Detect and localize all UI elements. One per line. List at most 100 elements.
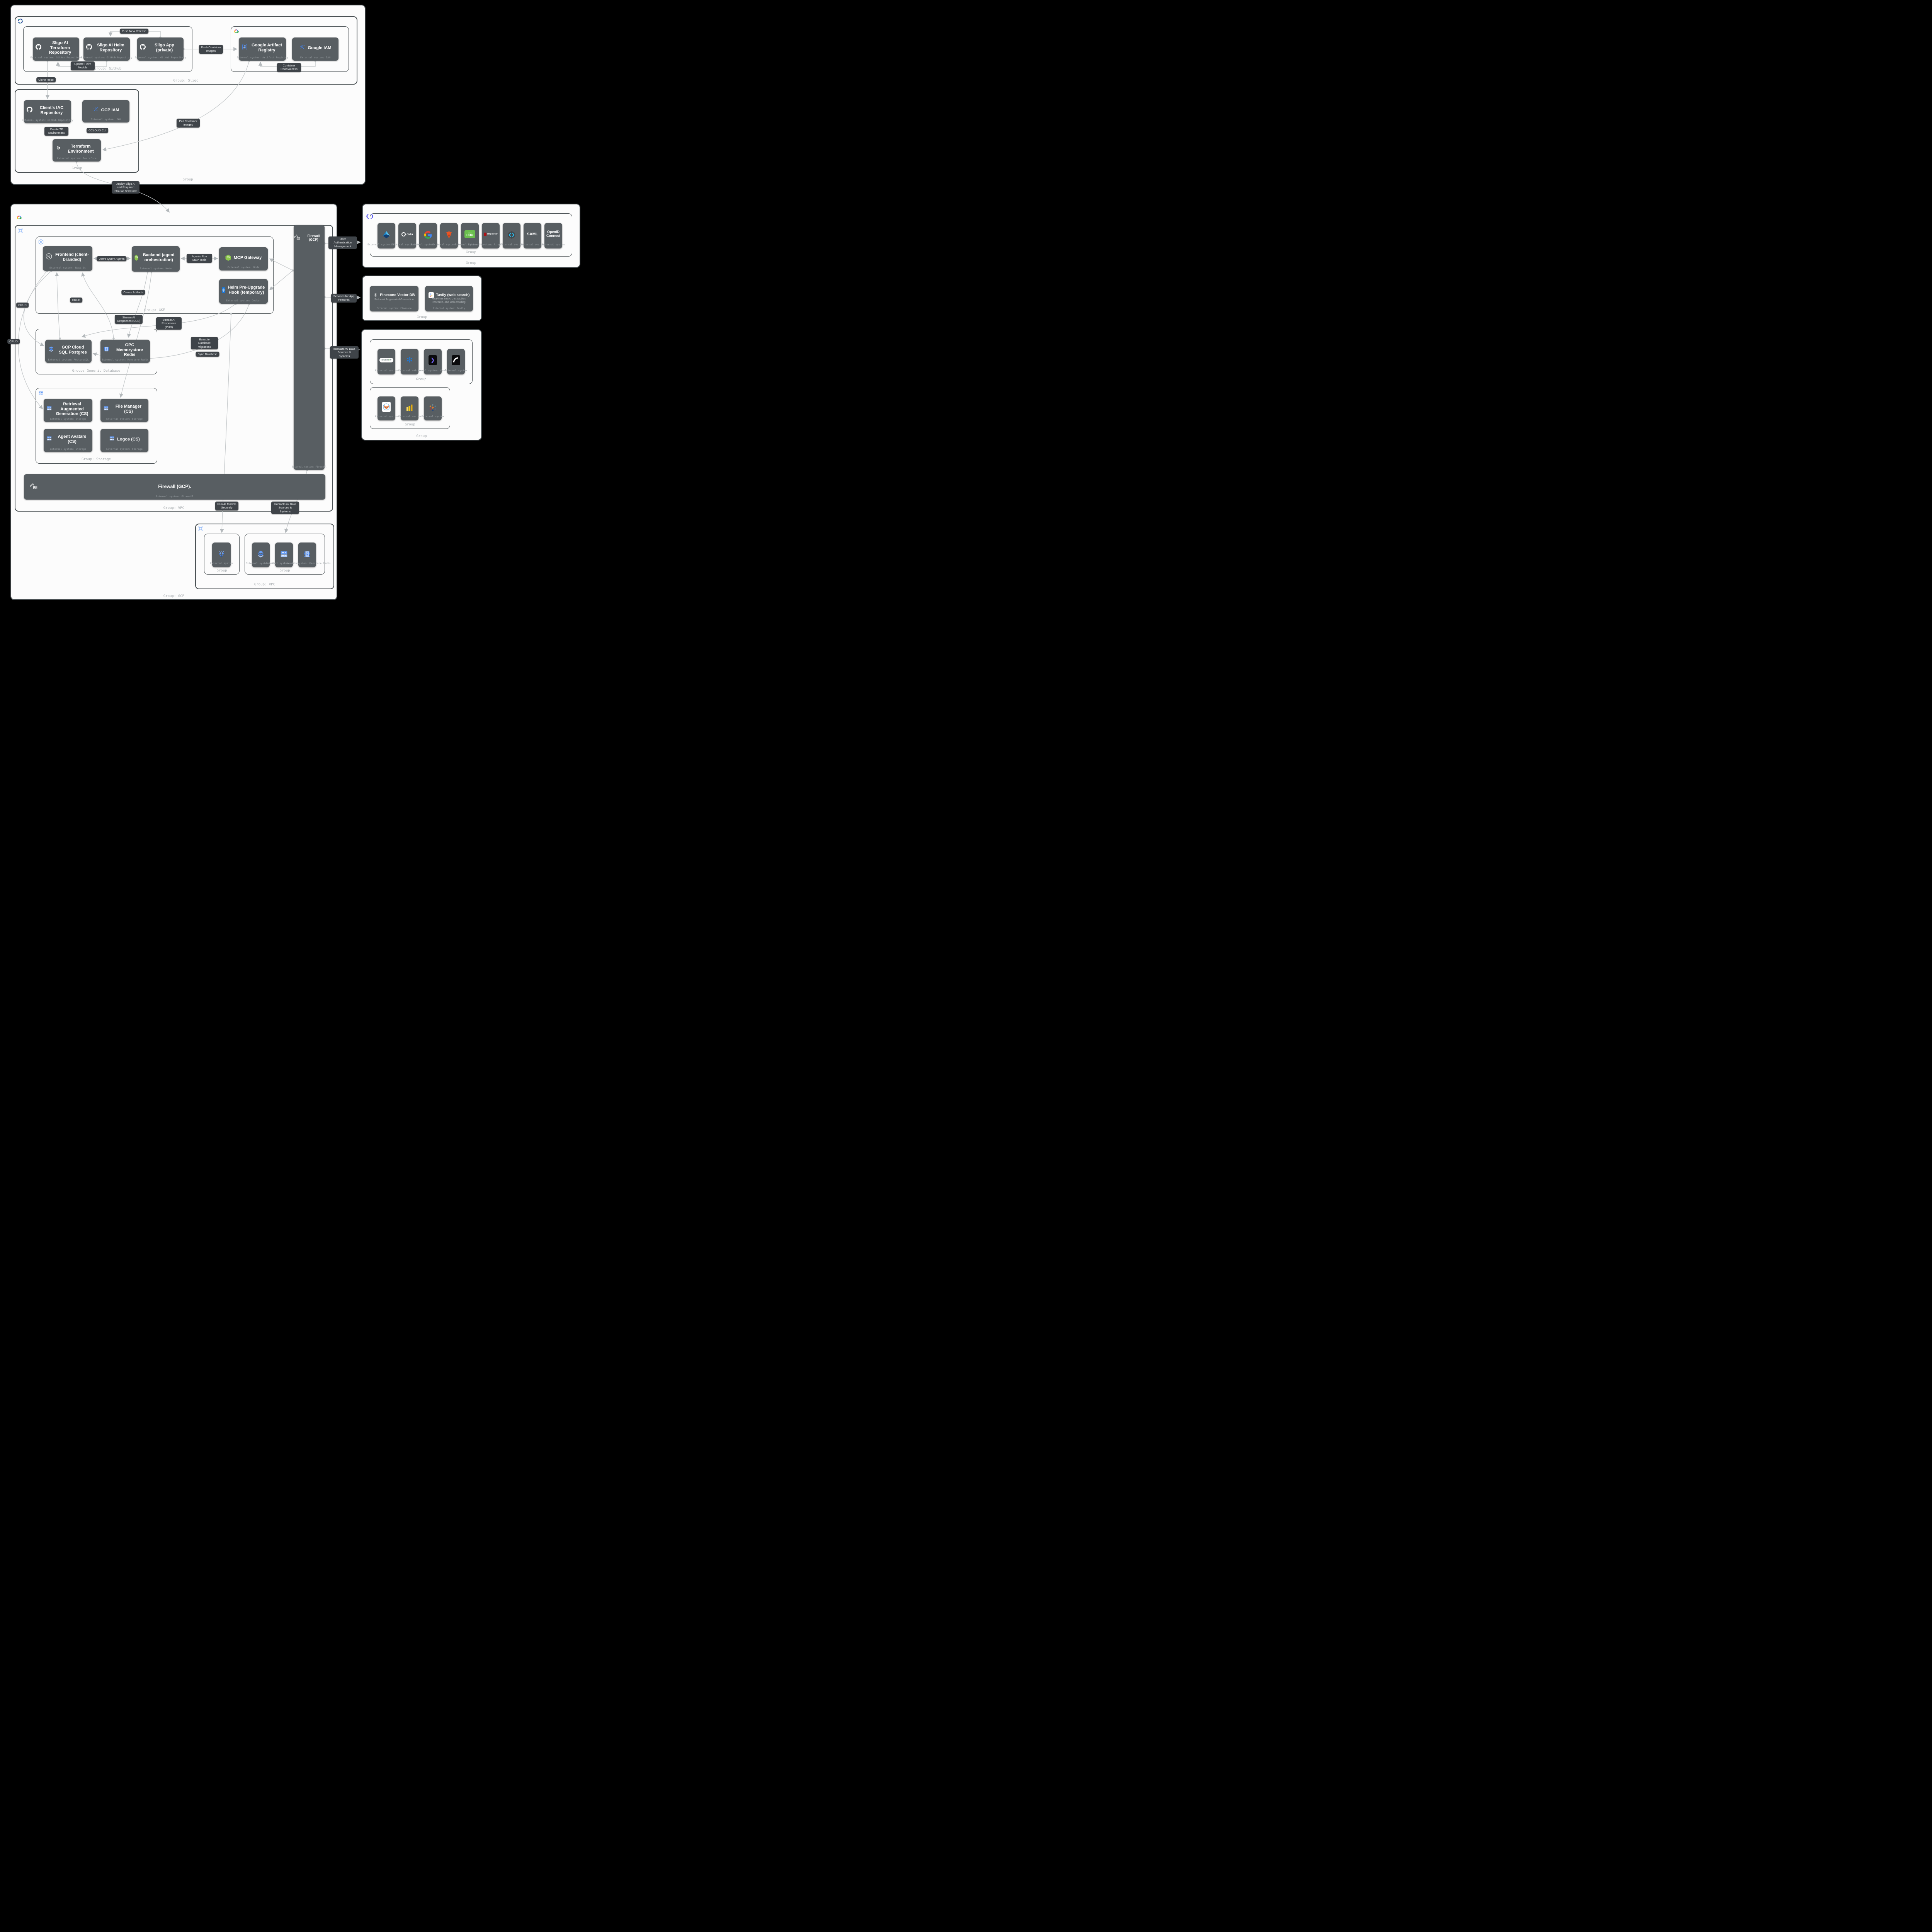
edge-label-crud-2[interactable]: CRUD — [16, 303, 29, 308]
storage-icon — [46, 435, 52, 443]
edge-label-crud-1[interactable]: CRUD — [70, 298, 82, 303]
node-title: GPC Memorystore Redis — [116, 343, 143, 357]
edge-label-stream-sub[interactable]: Stream AI Responses (SUB) — [115, 315, 143, 324]
tile-subtitle: External system: Auth0 — [432, 243, 466, 246]
node-title: Frontend (client-branded) — [55, 252, 89, 262]
node-agent-avatars[interactable]: Agent Avatars (CS) External system: Stor… — [44, 429, 92, 452]
edge-label-gcloud-cli[interactable]: GCLOUD CLI — [87, 128, 108, 133]
tile-arc-logo[interactable]: External system — [445, 349, 467, 374]
tile-powerbi[interactable]: External system — [398, 396, 421, 420]
node-title: Retrieval Augmented Generation (CS) — [56, 402, 88, 417]
edge-label-sync-db[interactable]: Sync Database — [196, 352, 219, 357]
node-subtitle: External system: Docker — [226, 299, 261, 302]
edge-label-interacts-1[interactable]: Interacts w/ Data Sources & Systems — [330, 346, 359, 359]
tile-storage[interactable]: External system: Storage — [266, 543, 302, 567]
node-helm-repo[interactable]: Sligo AI Helm Repository External system… — [81, 37, 133, 61]
node-frontend[interactable]: Frontend (client-branded) External syste… — [43, 246, 92, 271]
ping-identity-icon: PingIdentity — [484, 233, 497, 236]
tile-tableau[interactable]: External system — [421, 396, 444, 420]
tile-flower-logo[interactable]: ✻ External system — [398, 349, 421, 374]
sligo-logo-icon — [17, 18, 23, 26]
edge-label-interacts-2[interactable]: Interacts w/ Data Sources & Systems — [271, 502, 299, 514]
edge-label-create-tf[interactable]: Create TF Environment — [44, 127, 68, 136]
node-title: Firewall (GCP) — [307, 234, 320, 242]
tile-openid-connect[interactable]: OpenID Connect External system — [542, 223, 565, 248]
tile-servicenow[interactable]: servicenow External system — [375, 349, 398, 374]
node-subtitle: External system: Artifact Registry — [236, 56, 288, 59]
firewall-icon — [29, 483, 38, 492]
node-gcp-iam[interactable]: GCP IAM External system: IAM — [82, 100, 129, 122]
edge-label-container-read[interactable]: Container Read Access — [277, 63, 301, 72]
node-logos[interactable]: Logos (CS) External system: Storage — [100, 429, 148, 452]
edge-label-services-app[interactable]: Services for App Features — [331, 294, 357, 303]
node-google-iam[interactable]: Google IAM External system: IAM — [292, 37, 338, 61]
vpc-icon — [18, 228, 23, 235]
node-pinecone[interactable]: ✳ Pinecone Vector DB Retrieval Augmented… — [370, 286, 418, 311]
node-subtitle: External system: Storage — [50, 417, 86, 420]
node-mcp-gateway[interactable]: JS MCP Gateway External system: Node — [219, 247, 268, 270]
edge-label-update-helm[interactable]: Update Helm Module — [71, 61, 95, 70]
diagram-canvas: Group Group: Sligo Group: GitHub Sligo A… — [0, 0, 587, 607]
cloud-sql-icon — [48, 346, 54, 354]
tile-vertex-ai[interactable]: External system — [210, 543, 233, 567]
node-title: Backend (agent orchestration) — [143, 253, 175, 262]
tile-subtitle: External system — [542, 243, 565, 246]
node-backend[interactable]: JS Backend (agent orchestration) Externa… — [132, 246, 180, 272]
node-title: Google IAM — [308, 45, 332, 50]
tile-memorystore[interactable]: External system: Memstore Redis — [284, 543, 331, 567]
node-client-iac[interactable]: Client's IAC Repository External system:… — [22, 100, 73, 123]
node-subtitle: External system: Tavily — [433, 307, 465, 310]
tile-auth0[interactable]: External system: Auth0 — [432, 223, 466, 248]
servicenow-icon: servicenow — [379, 358, 393, 362]
tile-google[interactable]: External system: Google — [411, 223, 446, 248]
edge-label-crud-3[interactable]: CRUD — [7, 339, 20, 344]
tile-subtitle: External system: Google — [410, 243, 446, 246]
artifact-registry-icon — [242, 44, 248, 52]
edge-label-pull-container[interactable]: Pull Container Images — [177, 119, 200, 128]
tile-okta[interactable]: okta External system: Okta — [391, 223, 423, 248]
tile-entra-id[interactable]: External system: Entra ID — [367, 223, 405, 248]
tile-fox-logo[interactable]: External system — [375, 396, 398, 420]
tile-ping-identity[interactable]: PingIdentity External system: Ping Ident… — [468, 223, 514, 248]
tableau-icon — [429, 403, 437, 414]
group-gke-label: Group: GKE — [144, 308, 165, 312]
node-sligo-app[interactable]: Sligo App (private) External system: Git… — [134, 37, 186, 61]
edge-label-agents-mcp[interactable]: Agents Run MCP Tools — [187, 254, 212, 263]
node-artifact-registry[interactable]: Google Artifact Registry External system… — [236, 37, 288, 61]
tile-sso-provider[interactable]: External system — [500, 223, 523, 248]
edge-label-stream-pub[interactable]: Stream AI Responses (PUB) — [156, 317, 182, 330]
node-terraform-repo[interactable]: Sligo AI Terraform Repository External s… — [30, 37, 82, 61]
node-tavily[interactable]: Tavily (web search) Real-time search, ex… — [425, 286, 473, 311]
edge-label-push-new-release[interactable]: Push New Release — [120, 29, 148, 34]
tile-subtitle: External system: Memstore Redis — [284, 562, 331, 565]
node-terraform-env[interactable]: Terraform Environment External system: T… — [53, 139, 101, 162]
node-firewall-vertical[interactable]: Firewall (GCP) External system: Firewall — [292, 225, 327, 470]
edge-label-deploy[interactable]: Deploy Sligo AI and Required Infra via T… — [112, 181, 139, 194]
vertex-ai-icon — [217, 550, 226, 560]
group-top-outer-label: Group — [182, 178, 193, 182]
tile-cloud-sql[interactable]: External system: SQL — [246, 543, 276, 567]
tile-saml[interactable]: SAML External system — [521, 223, 544, 248]
tile-subtitle: External system — [421, 415, 444, 418]
edge-label-create-artifacts[interactable]: Create Artifacts — [121, 290, 145, 295]
tile-keelvar[interactable]: ❯ External system: Keelvar — [415, 349, 451, 374]
node-redis[interactable]: GPC Memorystore Redis External system: M… — [100, 340, 150, 363]
node-description: Retrieval Augmented Generation — [374, 298, 414, 301]
node-helm-hook[interactable]: ⎈ Helm Pre-Upgrade Hook (temporary) Exte… — [219, 279, 268, 304]
github-icon — [27, 107, 32, 114]
edge-label-users-query[interactable]: Users Query Agents — [97, 256, 127, 262]
node-title: Sligo AI Terraform Repository — [49, 41, 71, 55]
memorystore-icon — [103, 346, 110, 354]
edge-label-user-auth[interactable]: User Authentication Management — [328, 236, 357, 249]
edge-label-clone-repo[interactable]: Clone Repo — [36, 77, 56, 83]
node-rag[interactable]: Retrieval Augmented Generation (CS) Exte… — [44, 399, 92, 422]
node-subtitle: External system: Node — [139, 267, 172, 270]
edge-label-run-ai[interactable]: Run AI Models Securely — [215, 502, 238, 510]
node-file-manager[interactable]: File Manager (CS) External system: Stora… — [100, 399, 148, 422]
node-subtitle: External system: GitHub Repository — [81, 56, 133, 59]
edge-label-push-container[interactable]: Push Container Images — [199, 45, 223, 54]
node-cloud-sql[interactable]: GCP Cloud SQL Postgres External system: … — [45, 340, 92, 363]
node-firewall-horizontal[interactable]: Firewall (GCP). External system: Firewal… — [24, 474, 325, 500]
edge-label-exec-migrations[interactable]: Execute Database Migrations — [191, 337, 218, 350]
